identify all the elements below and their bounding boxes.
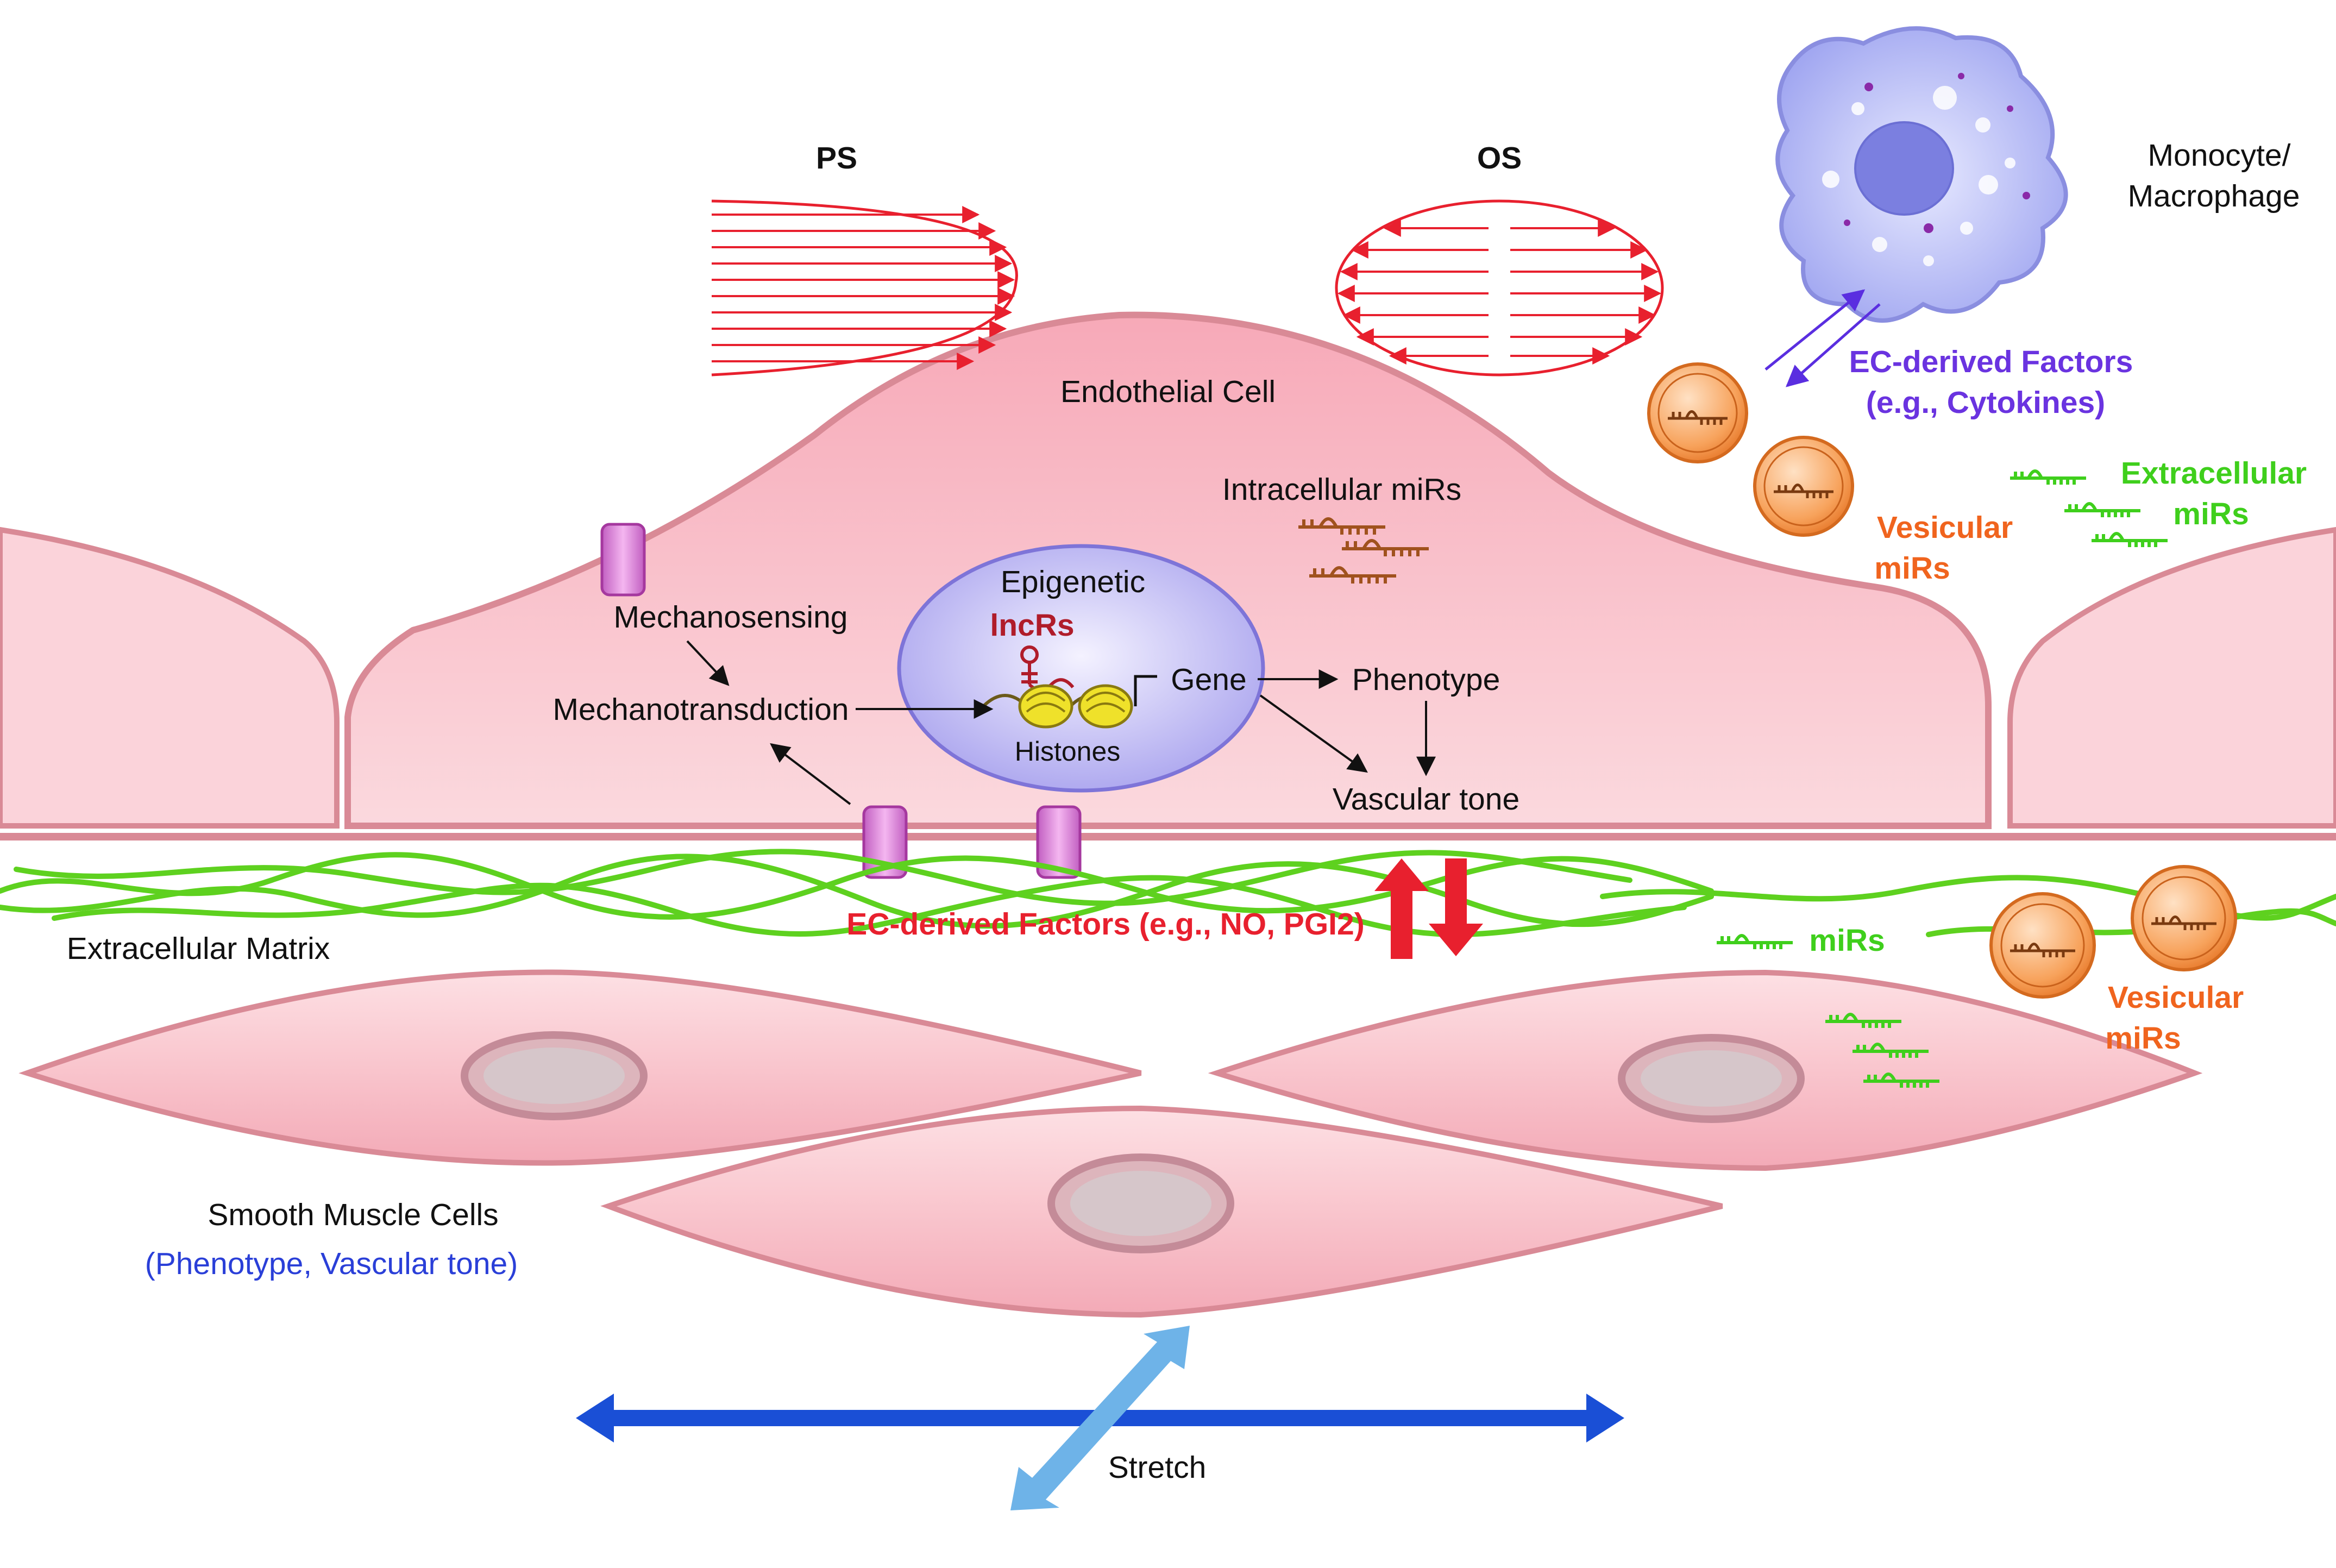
vesicular-mirs-top-line2: miRs — [1874, 551, 1950, 586]
vesicle-bottom-2 — [2131, 865, 2237, 971]
arrow-mechanosensing-to-mechanotransduction — [686, 640, 730, 686]
vesicular-mirs-bottom-line1: Vesicular — [2108, 980, 2244, 1015]
monocyte-macrophage — [1775, 26, 2068, 323]
lncrna-icon — [1020, 645, 1075, 692]
smooth-muscle-cell-left — [18, 969, 1142, 1166]
arrow-gene-to-vascular-tone — [1259, 694, 1368, 773]
vesicular-mirs-top-line1: Vesicular — [1877, 510, 2013, 545]
smc-mir-icons — [1825, 1013, 1939, 1088]
mirs-green-label: miRs — [1809, 923, 1885, 958]
endothelial-cell-left — [0, 526, 340, 829]
ps-flow-profile — [711, 199, 1018, 377]
red-down-arrow — [1429, 858, 1483, 956]
mechanosensing-label: Mechanosensing — [614, 600, 848, 635]
ec-derived-factors-no-label: EC-derived Factors (e.g., NO, PGI2) — [846, 907, 1364, 942]
red-up-arrow — [1374, 858, 1429, 959]
arrow-receptor-to-mechanotransduction — [770, 743, 851, 805]
smooth-muscle-cells-label: Smooth Muscle Cells — [208, 1197, 498, 1232]
gene-promoter-icon — [1134, 675, 1157, 706]
endothelial-cell-right — [2007, 526, 2336, 829]
mechanoreceptor-apical — [600, 523, 646, 597]
gene-label: Gene — [1171, 662, 1246, 697]
monocyte-nucleus — [1854, 121, 1954, 216]
vesicle-top-2 — [1753, 436, 1854, 537]
epigenetic-label: Epigenetic — [1001, 565, 1145, 599]
ec-derived-factors-cytokines-line1: EC-derived Factors — [1849, 344, 2133, 379]
ec-arrows — [686, 640, 1436, 805]
monocyte-label-line1: Monocyte/ — [2148, 138, 2291, 173]
monocyte-label-line2: Macrophage — [2128, 179, 2300, 214]
ec-smc-signaling-arrows — [1374, 858, 1483, 959]
stretch-diagonal-arrow — [1010, 1326, 1190, 1510]
extracellular-mir-icons — [2010, 469, 2168, 547]
os-flow-profile — [1335, 199, 1664, 377]
intracellular-mirs-label: Intracellular miRs — [1222, 472, 1461, 507]
vesicular-mirs-bottom-line2: miRs — [2105, 1021, 2181, 1056]
nucleus — [897, 544, 1265, 793]
ec-monocyte-exchange-arrows — [1764, 289, 1881, 387]
extracellular-matrix-label: Extracellular Matrix — [67, 931, 330, 966]
smooth-muscle-cell-bottom — [600, 1105, 1723, 1318]
histones-label: Histones — [1015, 736, 1121, 767]
smooth-muscle-cell-right — [1208, 969, 2203, 1171]
histones-icon — [982, 684, 1133, 729]
vesicle-top-1 — [1647, 362, 1748, 463]
phenotype-label: Phenotype — [1352, 662, 1500, 697]
ec-derived-factors-cytokines-line2: (e.g., Cytokines) — [1866, 385, 2105, 420]
intracellular-mir-icons — [1298, 517, 1429, 584]
ps-label: PS — [816, 141, 857, 175]
mechanoreceptor-basal-2 — [1036, 805, 1082, 879]
ecm-mir-icon — [1717, 934, 1793, 949]
lncrs-label: lncRs — [990, 608, 1074, 643]
vascular-tone-label: Vascular tone — [1333, 782, 1519, 817]
stretch-label: Stretch — [1108, 1450, 1207, 1485]
extracellular-mirs-line2: miRs — [2173, 497, 2249, 531]
os-label: OS — [1477, 141, 1522, 175]
smooth-muscle-cells-subtitle: (Phenotype, Vascular tone) — [145, 1246, 518, 1281]
endothelial-cell-label: Endothelial Cell — [1060, 374, 1276, 409]
vesicle-bottom-1 — [1989, 892, 2096, 999]
mechanotransduction-label: Mechanotransduction — [552, 692, 849, 727]
extracellular-mirs-line1: Extracellular — [2121, 456, 2307, 491]
